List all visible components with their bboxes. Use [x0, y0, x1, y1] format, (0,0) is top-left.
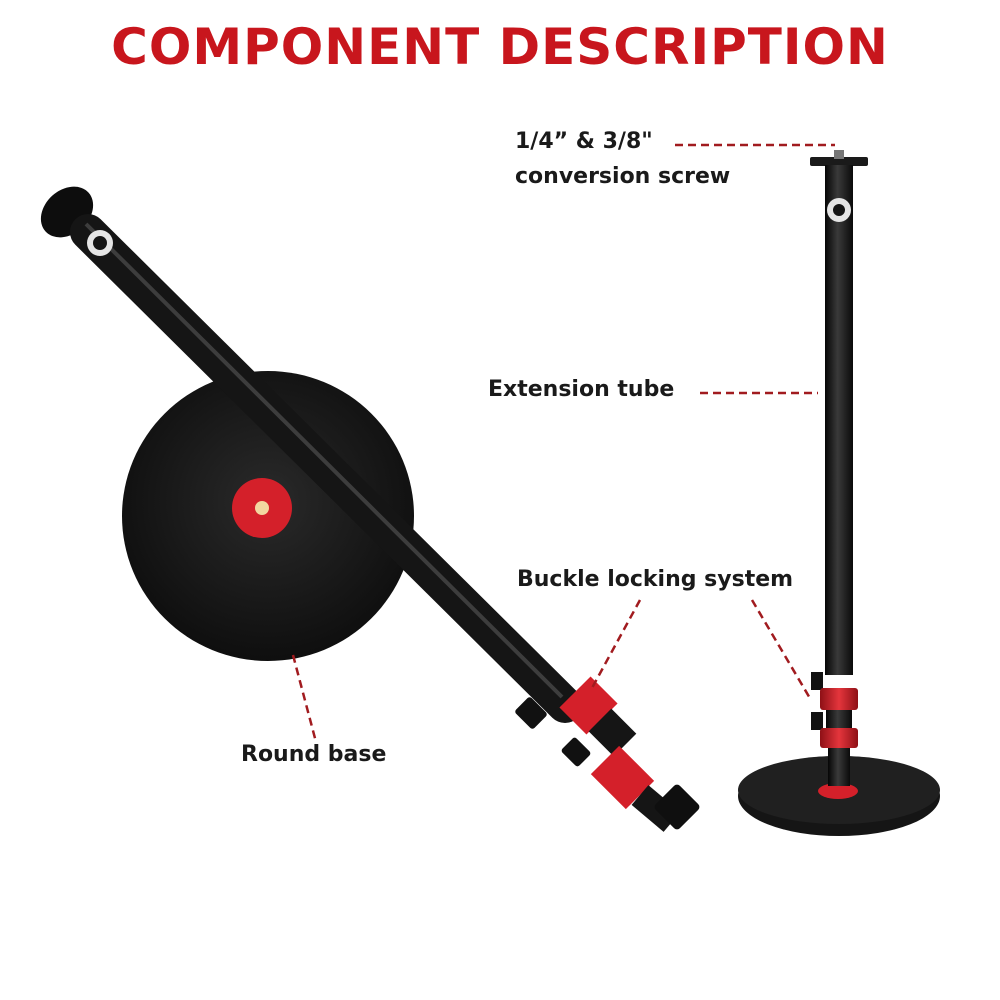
- buckle-clamp-right-1: [820, 688, 858, 710]
- buckle-lever-right-2: [811, 712, 823, 730]
- buckle-lever-left-2: [561, 737, 591, 767]
- label-round-base: Round base: [241, 742, 387, 767]
- label-conversion-screw-line1: 1/4” & 3/8": [515, 129, 653, 154]
- label-extension-tube: Extension tube: [488, 377, 675, 402]
- left-stand-group: [40, 186, 700, 832]
- page-title: COMPONENT DESCRIPTION: [111, 18, 889, 76]
- middle-tube-left: [588, 708, 637, 757]
- base-hub-right: [818, 783, 858, 799]
- top-plate-right: [810, 157, 868, 166]
- label-buckle-locking-system: Buckle locking system: [517, 567, 794, 592]
- tube-highlight-left: [84, 222, 564, 699]
- leader-lines: [291, 143, 835, 743]
- right-stand-group: [738, 150, 940, 836]
- foot-tip-left: [654, 784, 700, 830]
- buckle-clamp-left-2: [590, 745, 655, 810]
- buckle-lever-right-1: [811, 672, 823, 690]
- buckle-clamp-left-1: [559, 676, 618, 735]
- conversion-screw: [834, 150, 844, 159]
- middle-tube-right: [826, 710, 852, 728]
- buckle-lever-left-1: [515, 697, 547, 729]
- leader-buckle-right: [750, 599, 813, 701]
- hub-screw: [255, 501, 269, 515]
- buckle-clamp-right-2: [820, 728, 858, 748]
- bottom-tube-right: [828, 748, 850, 786]
- extension-tube-left: [70, 214, 583, 723]
- label-conversion-screw-line2: conversion screw: [515, 164, 731, 189]
- extension-tube-right: [825, 165, 853, 675]
- leader-round-base: [291, 654, 318, 743]
- leader-buckle-left: [590, 599, 642, 689]
